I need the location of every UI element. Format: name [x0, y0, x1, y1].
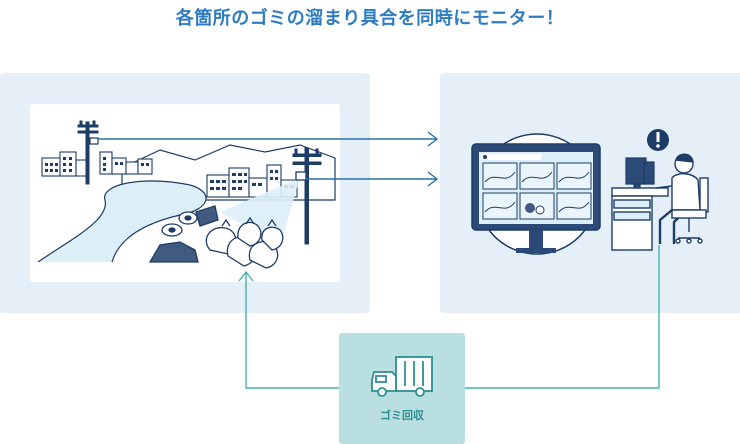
desk: [611, 187, 669, 251]
collection-label: ゴミ回収: [380, 409, 424, 422]
operator-icon: [655, 153, 709, 244]
camera-icon: [89, 137, 99, 145]
street-scene: [37, 120, 336, 269]
monitor-icon: [471, 143, 601, 253]
left-building-windows: [45, 157, 149, 172]
diagram-title: 各箇所のゴミの溜まり具合を同時にモニター！: [175, 8, 565, 29]
monitoring-scene: [471, 129, 709, 255]
utility-pole-icon: [77, 120, 99, 185]
camera-feed-arrows: [98, 131, 439, 187]
road: [38, 180, 207, 262]
utility-pole-icon: [292, 147, 322, 245]
camera-icon: [295, 171, 307, 181]
camera-view-cone: [220, 178, 300, 245]
desk-monitors: [625, 157, 655, 189]
garbage-bags-icon: [148, 205, 284, 269]
alert-icon: [647, 129, 669, 151]
truck-icon: [371, 356, 433, 397]
collection-flow-lines: [238, 245, 660, 389]
